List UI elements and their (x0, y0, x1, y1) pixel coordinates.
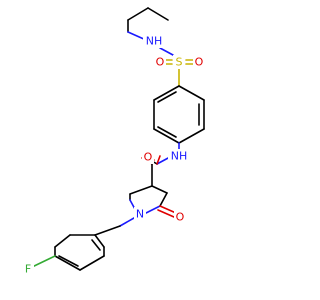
phenylene-ring (153, 85, 205, 144)
fluorophenyl-ring (29, 234, 105, 271)
bond-propyl-1 (147, 7, 169, 21)
label-bg-s (173, 55, 185, 69)
bond-c-f (29, 255, 56, 269)
nh-amide-label: NH (171, 150, 188, 163)
ethyl-linker (94, 217, 135, 236)
label-bg-n-ring (134, 207, 146, 221)
bond-ar2-1 (54, 234, 71, 248)
label-bg-f (22, 262, 34, 276)
label-bg-nh-propyl (143, 34, 165, 48)
bond-pyr-6 (151, 185, 168, 194)
bond-ar2-6 (94, 234, 105, 248)
bond-propyl-2 (127, 7, 149, 21)
bond-ar2-inner-1 (58, 255, 79, 267)
label-bg-o-left (154, 55, 166, 69)
molecule-canvas: NH S O O O NH N O F (22, 7, 205, 276)
bond-ar1-3 (178, 128, 205, 144)
atom-labels: NH S O O O NH N O F (22, 34, 205, 276)
bond-nh-carbonyl (156, 156, 171, 165)
bond-ar1-inner-3 (157, 91, 177, 103)
bond-carbonyl-o-stub (156, 155, 161, 165)
bond-lactam-o-a (159, 205, 177, 214)
label-bg-o-lactam (174, 210, 186, 224)
o-sulfonyl-left-label: O (156, 56, 165, 69)
bond-n-ch2 (119, 217, 135, 227)
structure-diagram: NH S O O O NH N O F (22, 7, 205, 276)
pyrrolidinone-ring (129, 185, 177, 218)
n-ring-label: N (136, 208, 144, 221)
bond-ar2-3 (54, 255, 81, 271)
bond-pyr-1 (129, 185, 153, 195)
bond-pyr-4 (145, 205, 161, 214)
bond-lactam-o-b (157, 209, 175, 218)
bond-ch2-ch2 (94, 225, 121, 236)
bond-ar1-1 (178, 85, 205, 101)
label-bg-o-right (193, 55, 205, 69)
bond-pyr-5 (159, 192, 168, 207)
f-aryl-label: F (25, 263, 31, 276)
o-amide-label: O (144, 151, 153, 164)
bond-ar2-inner-2 (91, 239, 101, 251)
s-sulfonyl-label: S (176, 56, 183, 69)
o-lactam-label: O (176, 211, 185, 224)
label-bg-nh-amide (168, 149, 190, 163)
bond-ar1-inner-2 (157, 126, 177, 138)
bond-ar1-6 (153, 85, 180, 101)
nh-propyl-label: NH (146, 35, 163, 48)
sulfonyl-group (159, 47, 194, 87)
o-sulfonyl-right-label: O (195, 56, 204, 69)
bond-ar1-4 (153, 128, 180, 144)
label-bg-o-amide (142, 150, 154, 164)
bond-ar2-4 (79, 255, 105, 271)
bond-n-s (159, 47, 174, 56)
